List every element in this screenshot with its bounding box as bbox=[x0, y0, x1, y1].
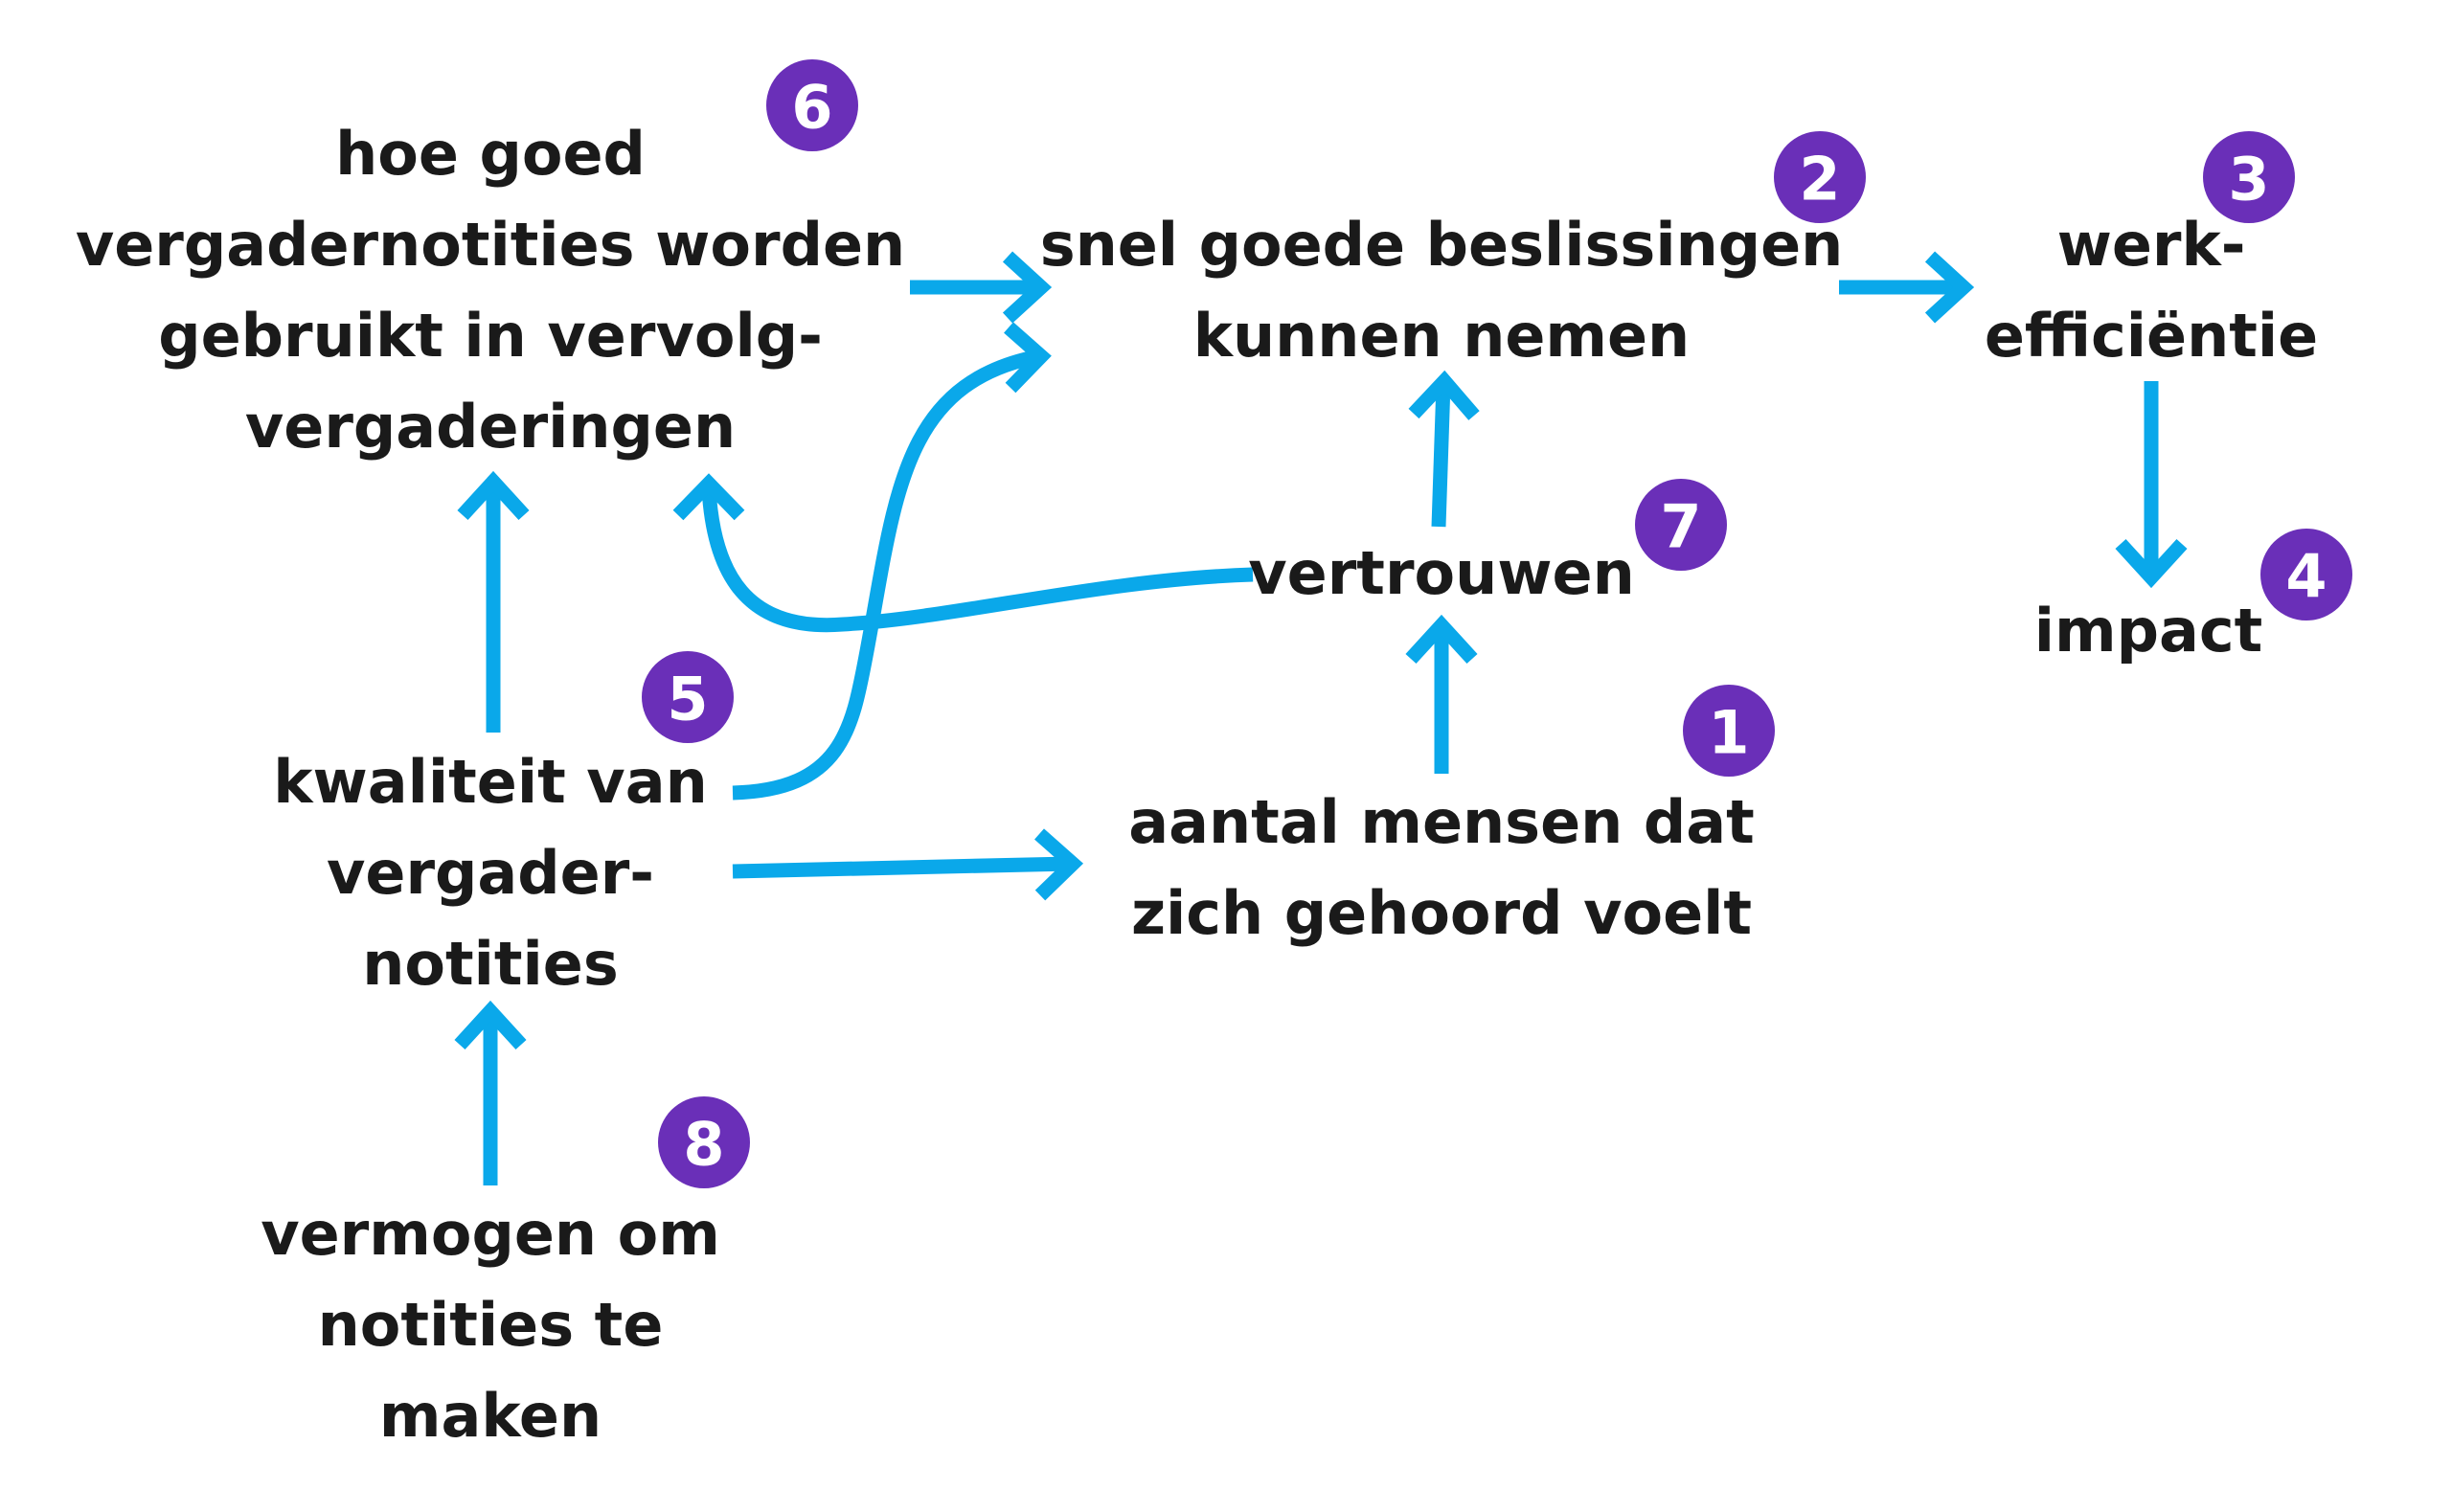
node-note-quality-line-1: kwaliteit van bbox=[273, 747, 707, 817]
badge-6-number: 6 bbox=[791, 73, 832, 143]
node-note-ability: vermogen om notities te maken bbox=[261, 1199, 720, 1451]
badge-3-circle bbox=[2203, 131, 2295, 223]
node-note-ability-line-3: maken bbox=[379, 1381, 602, 1451]
arrow-note-quality-to-heard bbox=[732, 828, 1084, 901]
node-heard: aantal mensen dat zich gehoord voelt bbox=[1128, 787, 1754, 948]
arrow-notes-reuse-to-decisions bbox=[910, 251, 1053, 324]
badge-8-circle bbox=[658, 1096, 750, 1188]
node-note-quality-line-2: vergader- bbox=[327, 838, 654, 908]
arrow-note-quality-to-decisions bbox=[732, 322, 1052, 801]
badge-2-number: 2 bbox=[1799, 145, 1840, 214]
node-heard-line-1: aantal mensen dat bbox=[1128, 787, 1754, 857]
badge-5-number: 5 bbox=[667, 665, 708, 734]
badge-7-number: 7 bbox=[1660, 492, 1701, 562]
arrow-note-ability-to-note-quality bbox=[454, 1000, 527, 1185]
badge-3-number: 3 bbox=[2228, 145, 2269, 214]
badge-4: 4 bbox=[2260, 529, 2352, 621]
node-note-ability-line-2: notities te bbox=[318, 1290, 664, 1360]
badge-6-circle bbox=[766, 59, 858, 151]
node-decisions-line-2: kunnen nemen bbox=[1193, 301, 1690, 371]
badge-8: 8 bbox=[658, 1096, 750, 1188]
badge-1-circle bbox=[1683, 685, 1775, 777]
node-note-quality-line-3: notities bbox=[362, 929, 618, 999]
badge-1-number: 1 bbox=[1708, 698, 1749, 768]
node-efficiency-line-1: werk- bbox=[2057, 210, 2246, 280]
badge-8-number: 8 bbox=[683, 1110, 724, 1180]
badge-7-circle bbox=[1635, 479, 1727, 571]
node-impact-line-1: impact bbox=[2034, 596, 2262, 666]
arrow-efficiency-to-impact bbox=[2115, 381, 2188, 589]
node-note-ability-line-1: vermogen om bbox=[261, 1199, 720, 1269]
arrow-heard-to-trust bbox=[1405, 614, 1478, 774]
badge-2-circle bbox=[1774, 131, 1866, 223]
badge-5: 5 bbox=[642, 651, 734, 743]
badge-6: 6 bbox=[766, 59, 858, 151]
badge-7: 7 bbox=[1635, 479, 1727, 571]
node-notes-reuse: hoe goed vergadernotities worden gebruik… bbox=[76, 119, 905, 462]
arrow-decisions-to-efficiency bbox=[1839, 251, 1975, 324]
arrows bbox=[454, 251, 2188, 1185]
badge-1: 1 bbox=[1683, 685, 1775, 777]
arrow-trust-to-notes-reuse bbox=[672, 473, 1254, 633]
node-heard-line-2: zich gehoord voelt bbox=[1131, 878, 1752, 948]
badge-4-circle bbox=[2260, 529, 2352, 621]
badge-5-circle bbox=[642, 651, 734, 743]
node-efficiency-line-2: efficiëntie bbox=[1985, 301, 2318, 371]
node-notes-reuse-line-4: vergaderingen bbox=[245, 392, 736, 462]
arrow-note-quality-to-notes-reuse bbox=[457, 470, 530, 733]
node-note-quality: kwaliteit van vergader- notities bbox=[273, 747, 707, 999]
node-decisions: snel goede beslissingen kunnen nemen bbox=[1040, 210, 1844, 371]
node-efficiency: werk- efficiëntie bbox=[1985, 210, 2318, 371]
node-impact: impact bbox=[2034, 596, 2262, 666]
badge-4-number: 4 bbox=[2285, 542, 2327, 612]
node-notes-reuse-line-3: gebruikt in vervolg- bbox=[158, 301, 823, 371]
node-notes-reuse-line-1: hoe goed bbox=[335, 119, 646, 189]
arrow-trust-to-decisions bbox=[1408, 370, 1480, 528]
badge-2: 2 bbox=[1774, 131, 1866, 223]
badge-3: 3 bbox=[2203, 131, 2295, 223]
node-decisions-line-1: snel goede beslissingen bbox=[1040, 210, 1844, 280]
node-notes-reuse-line-2: vergadernotities worden bbox=[76, 210, 905, 280]
node-trust: vertrouwen bbox=[1248, 538, 1634, 608]
node-trust-line-1: vertrouwen bbox=[1248, 538, 1634, 608]
